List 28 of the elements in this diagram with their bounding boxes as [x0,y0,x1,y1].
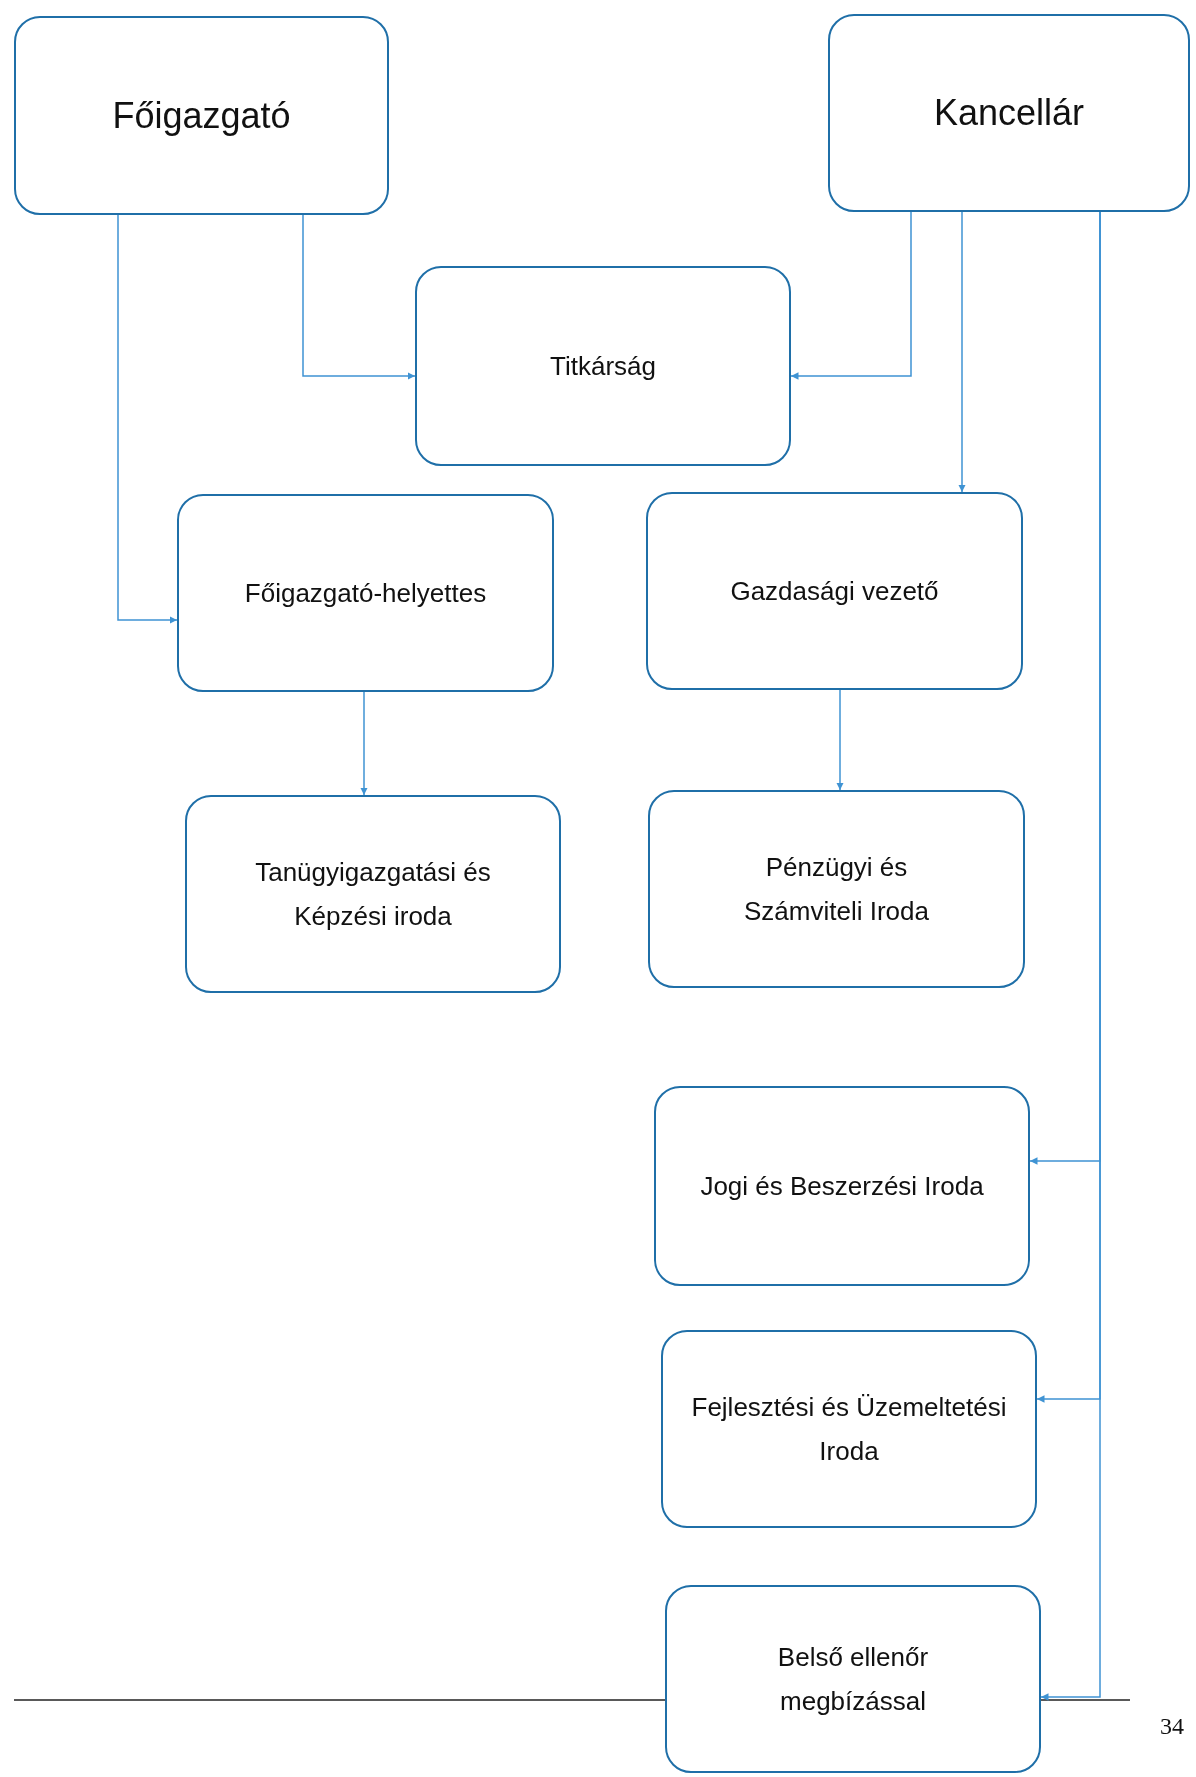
connector-arrow [836,689,844,791]
connector-arrow [360,691,368,796]
connector-arrow [1040,211,1101,1701]
org-box [648,790,1025,988]
box-label: Belső ellenőr megbízással [776,1640,930,1718]
org-box [665,1585,1041,1773]
box-label: Főigazgató [112,93,291,138]
box-label: Főigazgató-helyettes [244,576,487,610]
org-box [185,795,561,993]
org-box [646,492,1023,690]
org-box [661,1330,1037,1528]
box-label: Pénzügyi és Számviteli Iroda [743,850,930,928]
org-box [828,14,1190,212]
org-box [654,1086,1030,1286]
box-label: Kancellár [933,91,1085,135]
box-label: Gazdasági vezető [730,574,939,608]
box-label: Titkárság [550,349,656,383]
page-number: 34 [1160,1712,1184,1741]
box-label: Tanügyigazgatási és Képzési iroda [254,855,492,933]
connector-arrow [958,211,966,493]
org-box [177,494,554,692]
box-label: Jogi és Beszerzési Iroda [700,1169,984,1203]
connector-arrow [302,214,416,380]
connector-arrow [117,214,178,624]
org-box [415,266,791,466]
org-box [14,16,389,215]
box-label: Fejlesztési és Üzemeltetési Iroda [690,1390,1008,1468]
connector-arrow [790,211,912,380]
